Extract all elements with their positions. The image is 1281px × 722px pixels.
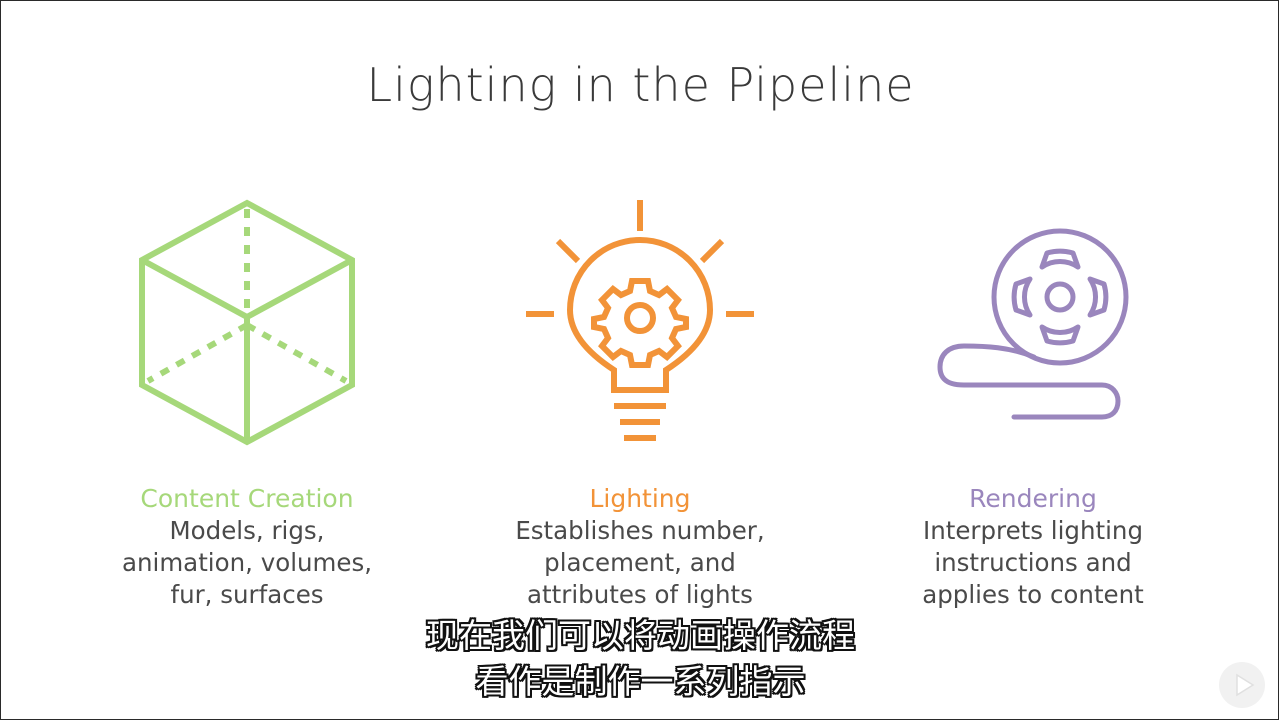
column-title: Content Creation: [140, 484, 354, 513]
subtitle-line-1: 现在我们可以将动画操作流程: [426, 616, 855, 655]
column-description-line: Models, rigs,: [169, 516, 325, 545]
column-description-line: instructions and: [934, 548, 1132, 577]
subtitle-line-2: 看作是制作一系列指示: [475, 662, 806, 701]
slide-title: Lighting in the Pipeline: [366, 58, 915, 112]
cube-icon: [130, 195, 365, 450]
column-description-line: Establishes number,: [515, 516, 765, 545]
column-description-line: Interprets lighting: [922, 516, 1143, 545]
column-description-line: animation, volumes,: [121, 548, 373, 577]
lightbulb-gear-icon: [520, 195, 760, 450]
column-description-line: placement, and: [544, 548, 736, 577]
column-description-line: attributes of lights: [527, 580, 753, 609]
column-rendering: Rendering Interprets lighting instructio…: [873, 483, 1193, 611]
play-logo-icon[interactable]: [1219, 662, 1265, 708]
column-title: Rendering: [969, 484, 1097, 513]
column-lighting: Lighting Establishes number, placement, …: [480, 483, 800, 611]
column-title: Lighting: [589, 484, 691, 513]
column-description-line: fur, surfaces: [170, 580, 324, 609]
column-description-line: applies to content: [922, 580, 1144, 609]
film-reel-icon: [930, 225, 1135, 425]
column-content-creation: Content Creation Models, rigs, animation…: [87, 483, 407, 611]
